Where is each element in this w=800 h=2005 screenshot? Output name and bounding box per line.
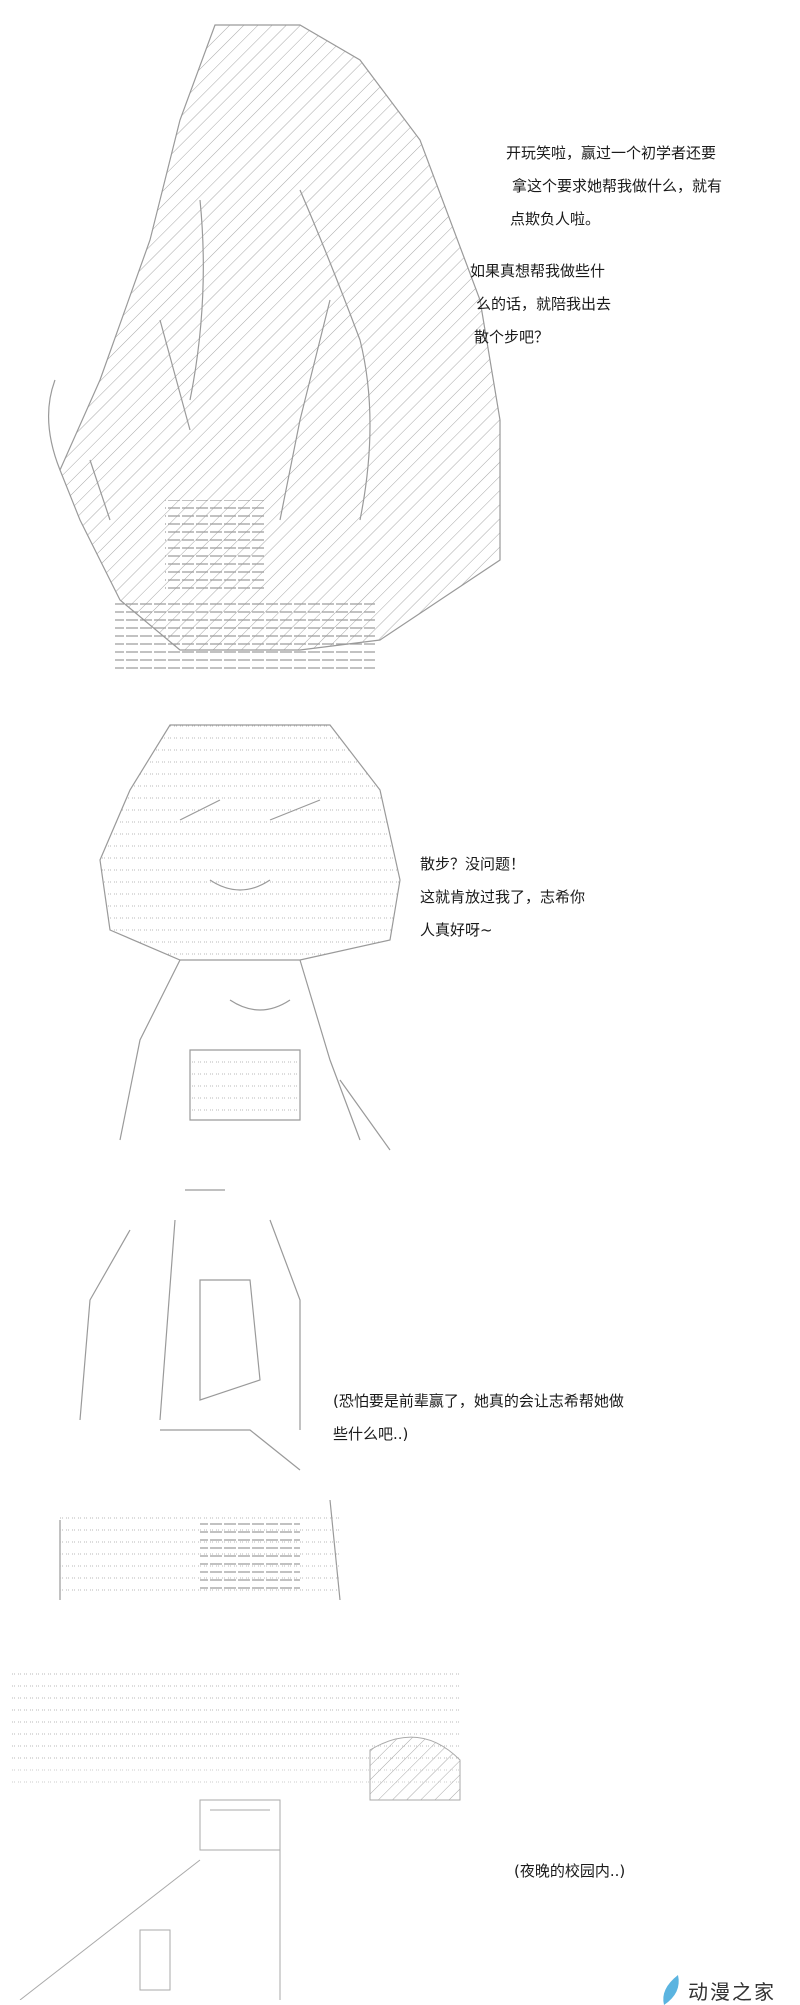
dialogue-line: 些什么吧..) [333, 1425, 409, 1443]
dialogue-line: 散步？没问题！ [420, 855, 526, 873]
dialogue-line: 开玩笑啦，赢过一个初学者还要 [506, 144, 717, 162]
dialogue-line: 如果真想帮我做些什 [470, 262, 606, 280]
dialogue-line: (夜晚的校园内..) [514, 1862, 626, 1880]
dialogue-line: 散个步吧？ [474, 328, 550, 346]
dialogue-line: (恐怕要是前辈赢了，她真的会让志希帮她做 [333, 1392, 624, 1410]
dialogue-panel-2: 散步？没问题！ 这就肯放过我了，志希你 人真好呀~ [420, 855, 585, 939]
dialogue-panel-3: (恐怕要是前辈赢了，她真的会让志希帮她做 些什么吧..) [333, 1392, 624, 1443]
night-campus-scene [10, 1665, 461, 2000]
dialogue-line: 这就肯放过我了，志希你 [420, 888, 586, 906]
dialogue-line: 么的话，就陪我出去 [476, 295, 612, 313]
dialogue-line: 拿这个要求她帮我做什么，就有 [512, 177, 723, 195]
watermark: 动漫之家 [660, 1975, 776, 2005]
dialogue-panel-4: (夜晚的校园内..) [514, 1862, 625, 1880]
dialogue-panel-1: 开玩笑啦，赢过一个初学者还要 拿这个要求她帮我做什么，就有 点欺负人啦。 [506, 144, 722, 228]
leaf-logo-icon [663, 1975, 679, 2005]
figure-girl-1 [48, 24, 501, 670]
figure-girl-2 [99, 724, 401, 1151]
figure-girl-3 [59, 1189, 341, 1601]
dialogue-panel-1b: 如果真想帮我做些什 么的话，就陪我出去 散个步吧？ [470, 262, 611, 346]
dialogue-line: 人真好呀~ [420, 921, 493, 939]
dialogue-line: 点欺负人啦。 [510, 210, 601, 228]
watermark-text: 动漫之家 [688, 1979, 776, 2004]
